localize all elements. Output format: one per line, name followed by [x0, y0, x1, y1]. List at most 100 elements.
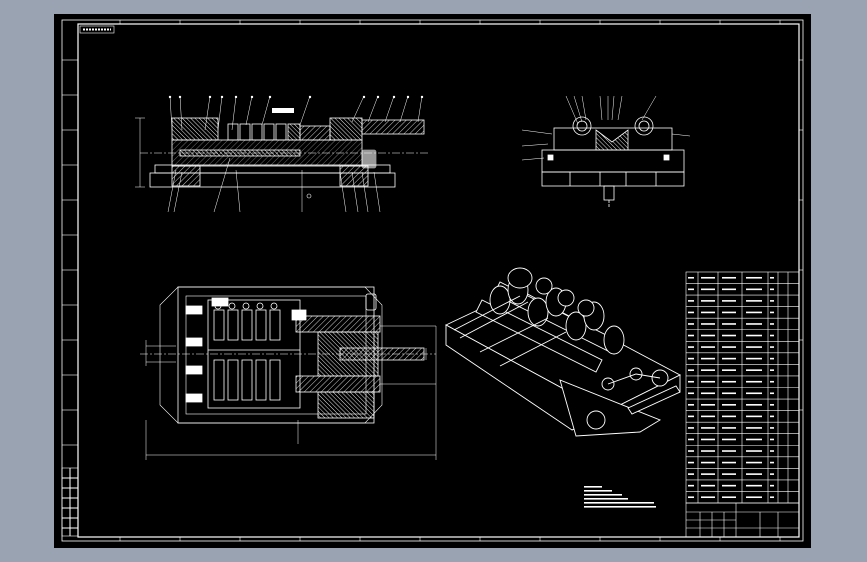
bom-cell-text — [746, 450, 762, 452]
bom-cell-text — [722, 450, 736, 452]
bom-cell-text — [770, 392, 774, 395]
bom-cell-text — [770, 450, 774, 452]
bom-cell-text — [688, 276, 694, 279]
bom-cell-text — [701, 392, 715, 395]
bom-cell-text — [701, 496, 715, 499]
bom-cell-text — [722, 300, 736, 302]
bom-cell-text — [770, 276, 774, 279]
bom-cell-text — [770, 415, 774, 418]
bom-cell-text — [701, 484, 715, 487]
bom-cell-text — [701, 380, 715, 383]
bom-cell-text — [688, 369, 694, 371]
bom-cell-text — [770, 323, 774, 325]
bom-cell-text — [746, 392, 762, 395]
bom-cell-text — [746, 484, 762, 487]
bom-cell-text — [701, 276, 715, 279]
bom-cell-text — [722, 276, 736, 279]
bom-cell-text — [746, 380, 762, 383]
bom-cell-text — [722, 484, 736, 487]
technical-notes — [584, 486, 656, 508]
bom-cell-text — [722, 357, 736, 360]
bom-cell-text — [770, 380, 774, 383]
bom-cell-text — [701, 438, 715, 441]
bom-cell-text — [701, 311, 715, 314]
bom-cell-text — [722, 496, 736, 499]
bom-cell-text — [770, 473, 774, 475]
bom-cell-text — [746, 311, 762, 314]
bom-cell-text — [688, 346, 694, 348]
bom-cell-text — [770, 288, 774, 291]
bom-cell-text — [701, 473, 715, 475]
bom-cell-text — [688, 323, 694, 325]
bom-cell-text — [770, 484, 774, 487]
bom-cell-text — [746, 438, 762, 441]
bom-cell-text — [746, 404, 762, 406]
bom-cell-text — [770, 427, 774, 429]
bom-cell-text — [722, 404, 736, 406]
bom-cell-text — [688, 392, 694, 395]
isometric-3d-view — [445, 267, 681, 437]
bom-cell-text — [701, 427, 715, 429]
bom-cell-text — [722, 461, 736, 464]
bom-cell-text — [722, 415, 736, 418]
bom-cell-text — [701, 450, 715, 452]
bom-cell-text — [722, 473, 736, 475]
bom-cell-text — [688, 288, 694, 291]
bom-cell-text — [722, 346, 736, 348]
bom-cell-text — [688, 484, 694, 487]
bom-cell-text — [746, 415, 762, 418]
bom-cell-text — [688, 450, 694, 452]
bom-cell-text — [688, 461, 694, 464]
bom-cell-text — [770, 334, 774, 337]
bom-cell-text — [770, 461, 774, 464]
bom-cell-text — [688, 496, 694, 499]
bom-cell-text — [746, 346, 762, 348]
bom-cell-text — [701, 369, 715, 371]
bom-cell-text — [722, 334, 736, 337]
bom-cell-text — [722, 427, 736, 429]
bom-cell-text — [701, 357, 715, 360]
bom-cell-text — [722, 392, 736, 395]
bom-cell-text — [688, 404, 694, 406]
bom-cell-text — [688, 380, 694, 383]
bom-cell-text — [688, 334, 694, 337]
bom-cell-text — [701, 404, 715, 406]
bom-cell-text — [722, 380, 736, 383]
bom-cell-text — [746, 323, 762, 325]
bom-cell-text — [701, 300, 715, 302]
bom-cell-text — [701, 346, 715, 348]
bom-table — [685, 271, 800, 538]
bom-cell-text — [770, 311, 774, 314]
bom-cell-text — [701, 288, 715, 291]
top-section-view — [140, 286, 437, 460]
bom-cell-text — [746, 288, 762, 291]
bom-cell-text — [746, 427, 762, 429]
bom-cell-text — [770, 300, 774, 302]
bom-cell-text — [688, 438, 694, 441]
bom-cell-text — [746, 473, 762, 475]
bom-cell-text — [746, 461, 762, 464]
bom-cell-text — [746, 334, 762, 337]
bom-cell-text — [688, 311, 694, 314]
bom-cell-text — [770, 346, 774, 348]
bom-cell-text — [746, 496, 762, 499]
bom-cell-text — [746, 369, 762, 371]
bom-cell-text — [688, 427, 694, 429]
bom-cell-text — [770, 404, 774, 406]
bom-cell-text — [770, 369, 774, 371]
front-section-view — [135, 95, 430, 213]
bom-cell-text — [722, 311, 736, 314]
bom-cell-text — [770, 496, 774, 499]
bom-cell-text — [722, 369, 736, 371]
bom-cell-text — [722, 288, 736, 291]
bom-cell-text — [770, 438, 774, 441]
bom-cell-text — [701, 415, 715, 418]
bom-cell-text — [722, 323, 736, 325]
bom-cell-text — [688, 473, 694, 475]
side-view — [521, 95, 691, 208]
sheet-frame — [61, 19, 804, 542]
bom-cell-text — [722, 438, 736, 441]
bom-cell-text — [688, 300, 694, 302]
bom-cell-text — [701, 323, 715, 325]
